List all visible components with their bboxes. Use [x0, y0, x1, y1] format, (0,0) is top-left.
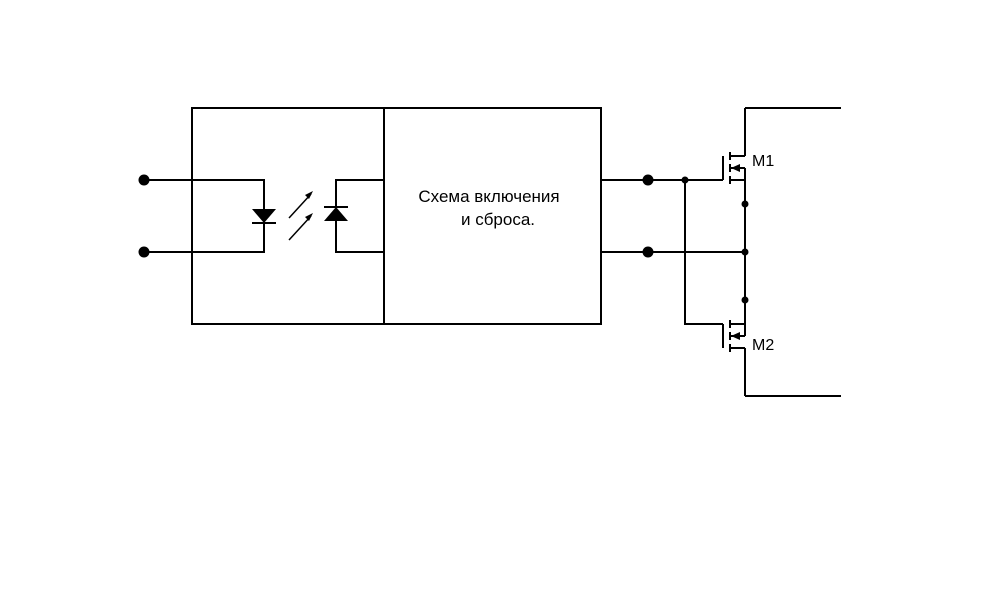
- mosfet-m1-icon: [722, 108, 746, 252]
- control-block-box: [383, 107, 602, 325]
- output-terminal-top: [642, 174, 654, 186]
- input-wire-top: [144, 179, 265, 212]
- mosfet-m2-icon: [722, 252, 746, 396]
- input-wire-bottom: [144, 220, 265, 253]
- block-label-line1: Схема включения: [418, 187, 559, 206]
- photodiode-wire-top: [335, 179, 384, 207]
- photodiode-icon: [324, 206, 348, 221]
- light-arrows-icon: [288, 191, 313, 241]
- junction-dot-m1: [741, 200, 749, 208]
- photodiode-wire-bottom: [335, 221, 384, 253]
- junction-dot-m2: [741, 296, 749, 304]
- block-label-line2: и сброса.: [461, 210, 535, 229]
- m2-label: M2: [752, 337, 774, 354]
- gate-wire-lower: [684, 180, 723, 325]
- m1-label: M1: [752, 153, 774, 170]
- output-terminal-bottom: [642, 246, 654, 258]
- led-icon: [252, 209, 276, 224]
